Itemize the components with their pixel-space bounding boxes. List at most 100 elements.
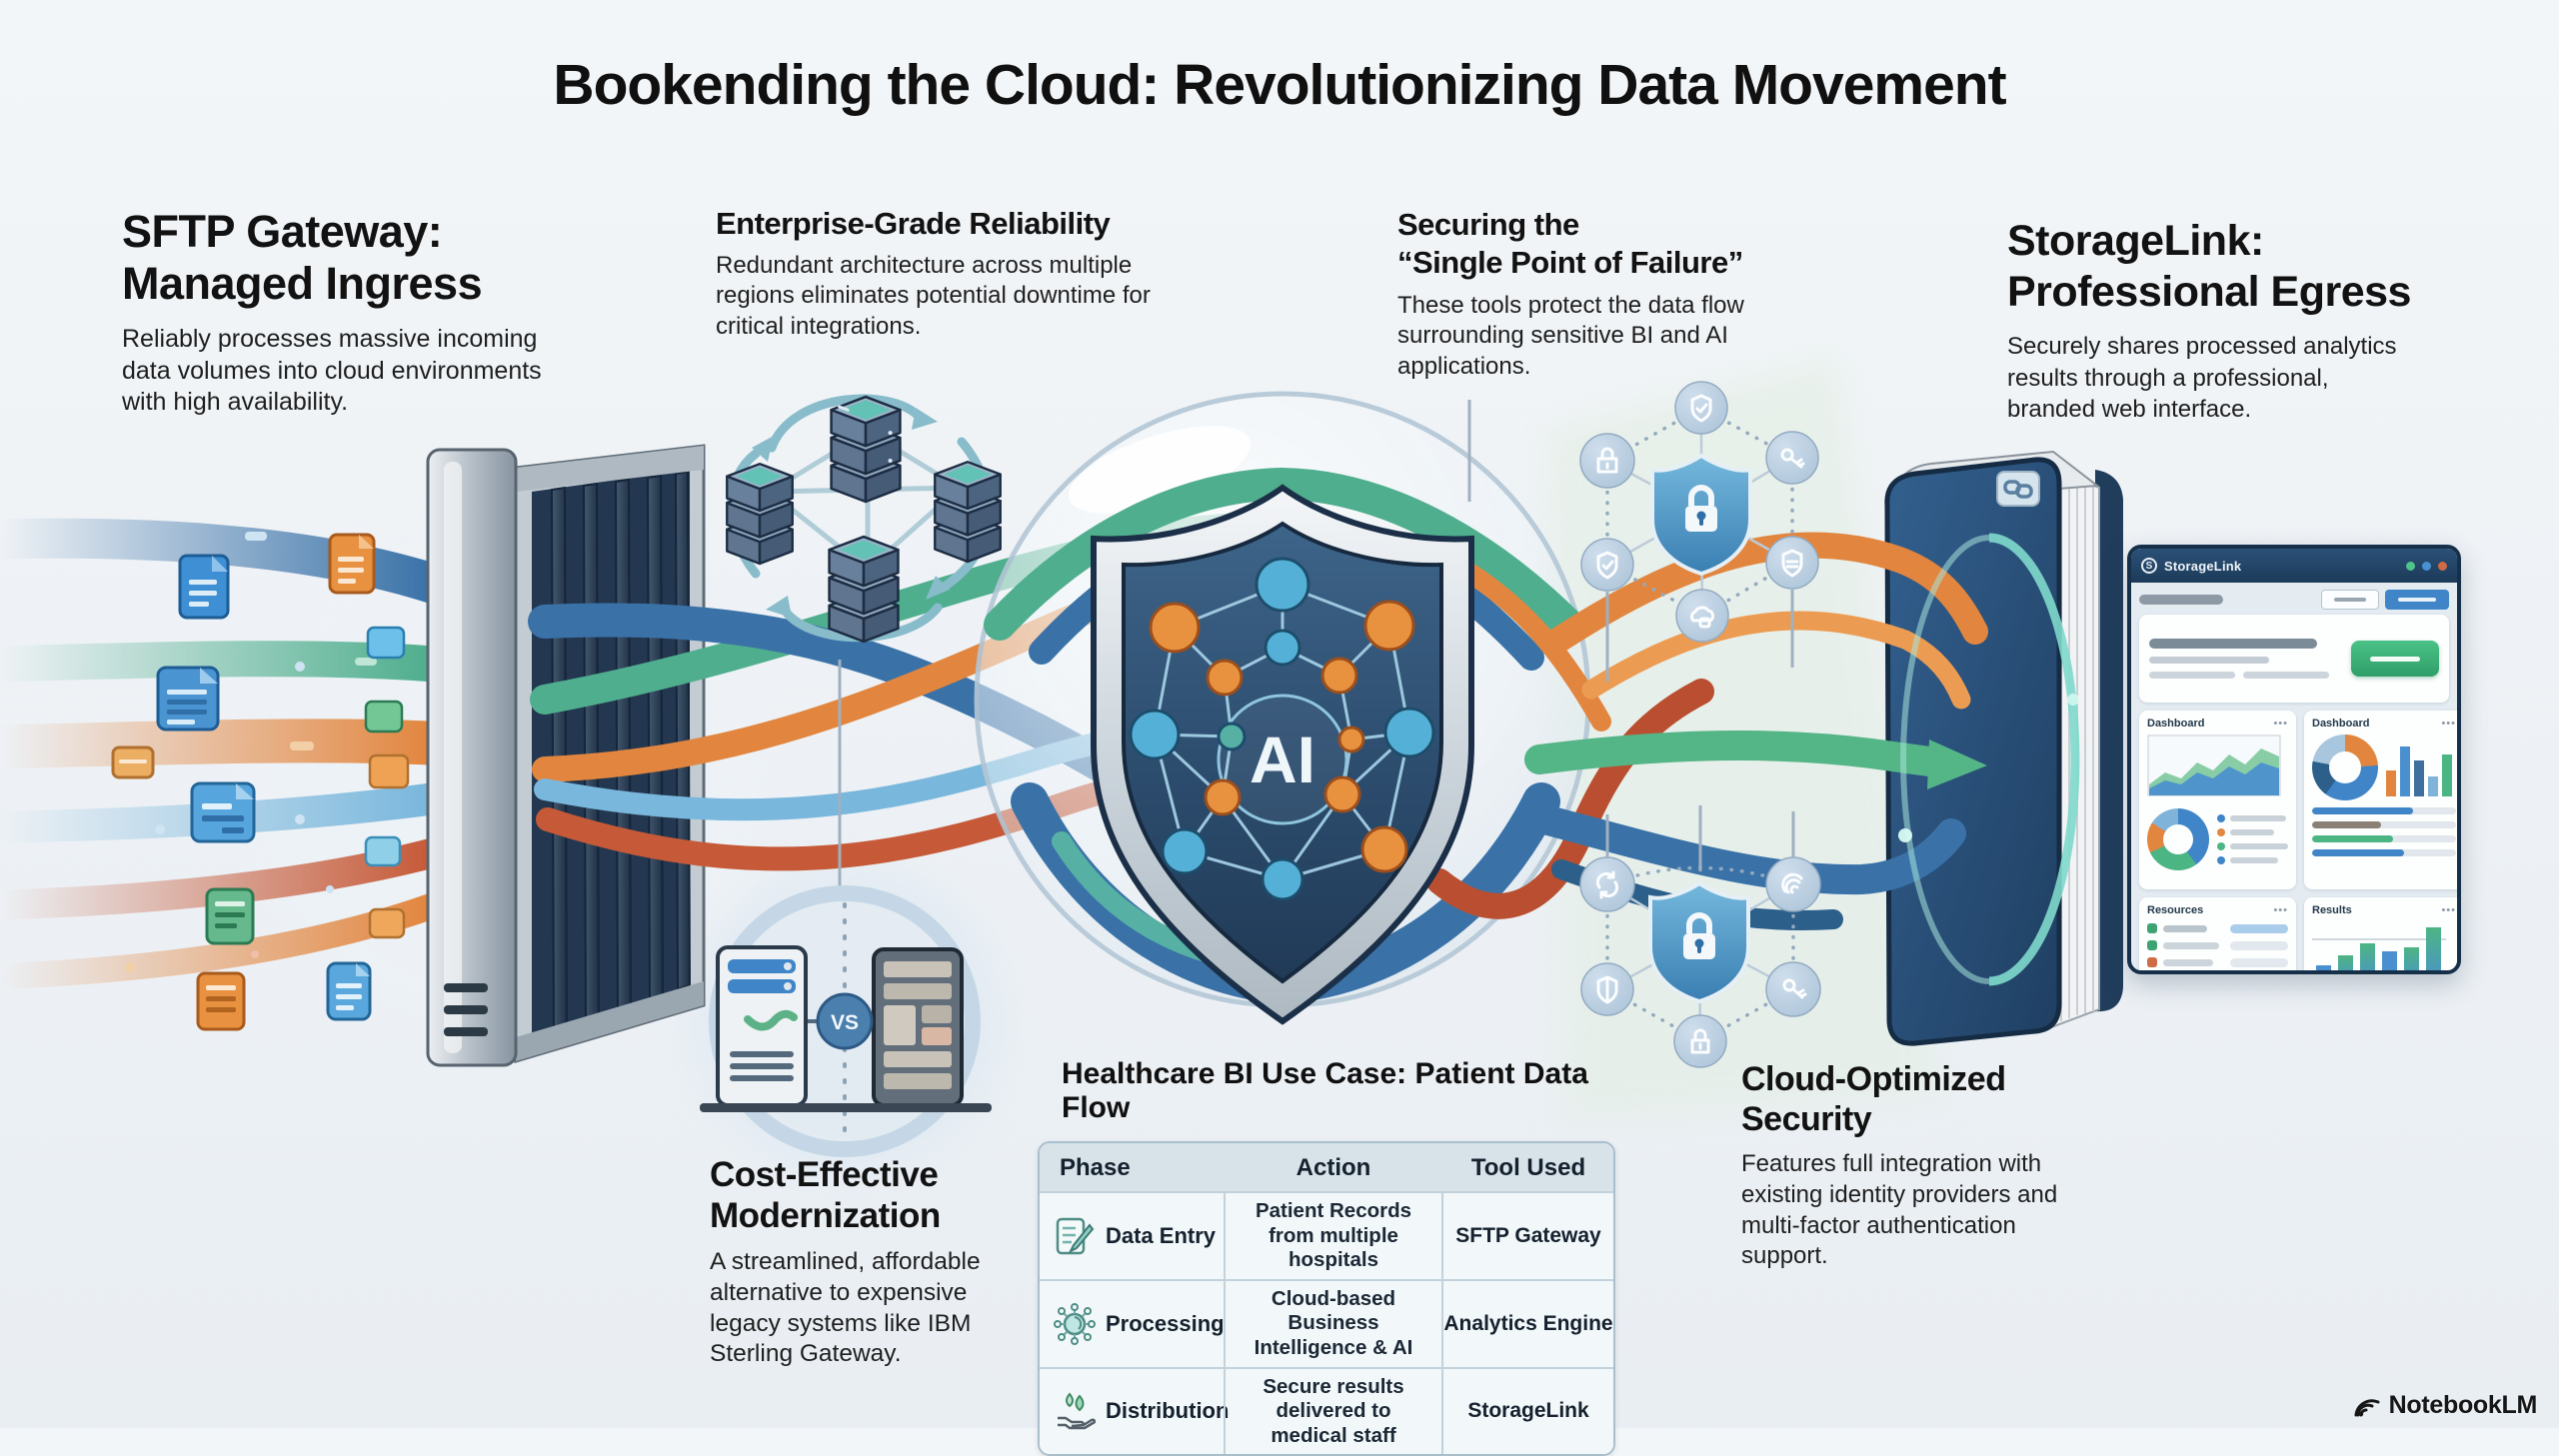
shield-check-icon [1580,538,1634,592]
browser-content: Dashboard••• Dashboard•• [2131,583,2457,970]
storagelink-heading: StorageLink: Professional Egress [2007,217,2411,316]
section-cost-modernization: Cost-Effective Modernization A streamlin… [710,1155,1020,1370]
lock-icon [1579,433,1635,489]
bar-chart [2386,746,2452,796]
watermark-label: NotebookLM [2388,1391,2538,1419]
shield-icon [1580,962,1634,1016]
key-network-icon [1765,961,1821,1017]
col-header-phase: Phase [1060,1154,1131,1181]
connector-lines [1467,400,1795,871]
cloudsec-heading: Cloud-Optimized Security [1741,1060,2006,1139]
dashboard-card: Dashboard ••• [2304,711,2457,889]
usecase-title: Healthcare BI Use Case: Patient Data Flo… [1062,1057,1588,1124]
table-row: Data Entry Patient Records from multiple… [1040,1191,1613,1279]
tool-cell: StorageLink [1467,1399,1589,1423]
donut-chart [2312,734,2378,800]
donut-chart [2147,808,2209,870]
col-header-tool: Tool Used [1470,1154,1586,1181]
secondary-button [2321,590,2379,610]
sftp-body: Reliably processes massive incoming data… [122,325,542,417]
securing-heading: Securing the “Single Point of Failure” [1397,207,1743,280]
cloudsec-body: Features full integration with existing … [1741,1150,2058,1270]
security-cluster-bottom [1579,856,1821,1068]
section-sftp-gateway: SFTP Gateway: Managed Ingress Reliably p… [122,206,612,419]
vs-label: VS [831,1011,859,1034]
window-dot-blue [2422,561,2431,571]
window-dot-green [2406,561,2415,571]
tool-cell: Analytics Engine [1443,1311,1613,1335]
card-title: Results [2312,904,2352,916]
results-card: Results ••• [2304,897,2457,970]
fingerprint-icon [1765,856,1821,912]
ai-shield: AI [1091,484,1474,1025]
area-chart [2147,734,2281,796]
card-title: Resources [2147,904,2204,916]
sftp-heading: SFTP Gateway: Managed Ingress [122,206,483,310]
usecase-table: Phase Action Tool Used Data Entry Patien… [1038,1141,1615,1456]
enterprise-heading: Enterprise-Grade Reliability [716,206,1111,241]
file-document-icons [111,533,376,1031]
section-storagelink: StorageLink: Professional Egress Securel… [2007,216,2517,425]
storagelink-logo-icon: S [2141,558,2157,574]
section-cloud-security: Cloud-Optimized Security Features full i… [1741,1059,2081,1272]
section-enterprise-reliability: Enterprise-Grade Reliability Redundant a… [716,206,1216,342]
phase-label: Processing [1106,1310,1225,1336]
modern-server [716,945,808,1107]
server-stacks [726,395,1002,644]
legacy-server [872,947,964,1107]
book-portal [1898,533,2080,986]
phase-label: Distribution [1106,1398,1230,1424]
document-pencil-icon [1056,1217,1095,1255]
header-card [2139,615,2449,703]
mini-shield-lock [1648,880,1750,1004]
primary-button [2385,590,2449,610]
dashboard-card: Dashboard••• [2139,711,2296,889]
browser-brand: StorageLink [2164,558,2242,574]
key-link-icon [1765,431,1819,485]
bar-chart [2312,927,2446,970]
more-icon: ••• [2441,718,2456,729]
security-cluster-top [1579,381,1819,643]
mini-shield-lock [1650,453,1752,577]
action-cell: Patient Records from multiple hospitals [1224,1193,1443,1279]
chart-legend [2217,808,2288,870]
table-row: Distribution Secure results delivered to… [1040,1366,1613,1455]
col-header-action: Action [1295,1154,1371,1181]
vs-comparison: VS [700,660,992,1157]
network-nodes [1129,557,1435,901]
notebooklm-watermark: NotebookLM [2353,1391,2537,1420]
ai-label: AI [1250,723,1315,796]
usecase-section: Healthcare BI Use Case: Patient Data Flo… [1038,1057,1615,1456]
more-icon: ••• [2441,904,2456,916]
cloud-lock-icon [1675,589,1729,643]
breadcrumb-placeholder [2139,595,2223,605]
link-icon [2003,480,2033,499]
window-dot-orange [2438,561,2447,571]
more-icon: ••• [2273,718,2288,729]
page-title: Bookending the Cloud: Revolutionizing Da… [553,53,2006,117]
action-cell: Secure results delivered to medical staf… [1224,1368,1443,1455]
card-title: Dashboard [2312,718,2370,729]
hand-drops-icon [1058,1392,1096,1430]
phase-label: Data Entry [1106,1222,1217,1248]
download-button [2351,641,2439,677]
shield-lines-icon [1765,536,1819,590]
progress-bars [2312,807,2456,856]
shield-check-icon [1674,381,1728,435]
notebooklm-logo-icon [2354,1398,2380,1416]
resources-card: Resources••• [2139,897,2296,970]
table-row: Processing Cloud-based Business Intellig… [1040,1278,1613,1367]
network-nodes-icon [1054,1302,1096,1345]
server-cluster [726,394,1002,644]
tool-cell: SFTP Gateway [1455,1223,1601,1247]
sync-icon [1579,856,1635,912]
table-header-row: Phase Action Tool Used [1040,1143,1613,1191]
storagelink-body: Securely shares processed analytics resu… [2007,333,2397,423]
action-cell: Cloud-based Business Intelligence & AI [1224,1280,1443,1367]
section-securing-spof: Securing the “Single Point of Failure” T… [1397,206,1827,382]
packet-badges [364,626,410,939]
browser-titlebar: S StorageLink [2131,549,2457,583]
lock-icon [1673,1014,1727,1068]
cost-heading: Cost-Effective Modernization [710,1155,941,1235]
